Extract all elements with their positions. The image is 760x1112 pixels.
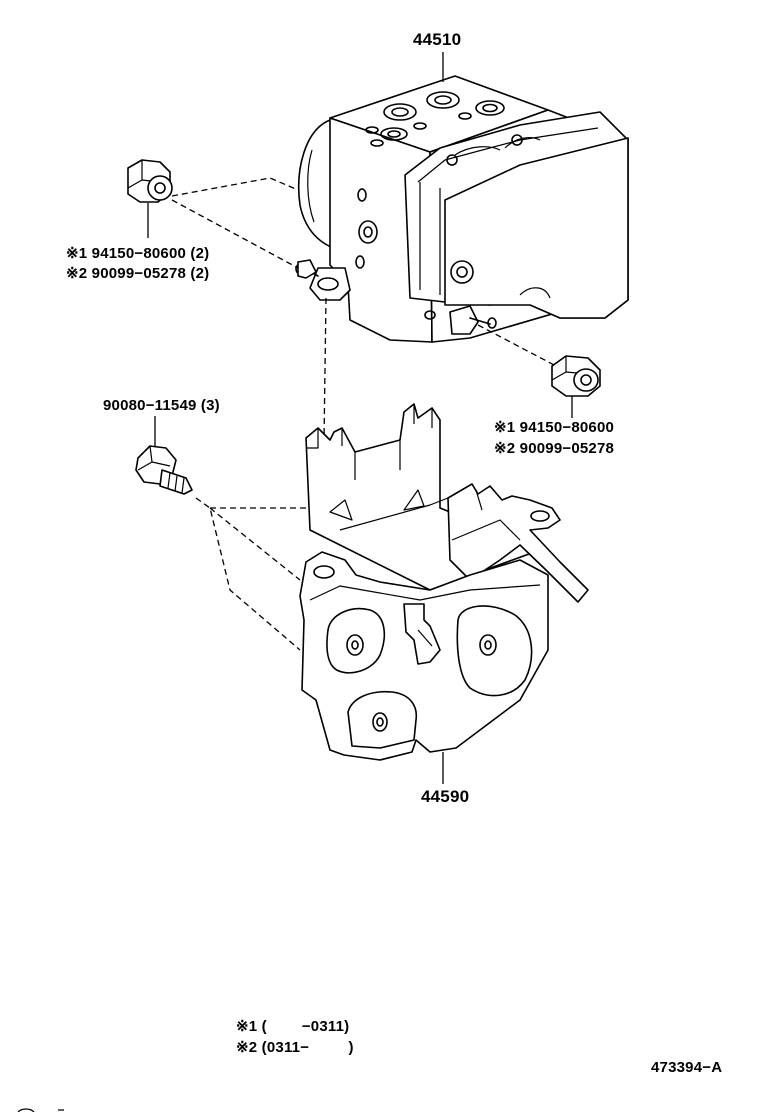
- nut-right-illustration: [551, 355, 601, 418]
- footnote-1: ※1 ( −0311): [236, 1018, 350, 1035]
- bracket-part-number: 44590: [421, 787, 470, 806]
- corner-mark: [17, 1108, 64, 1112]
- upper-bracket-illustration: [305, 403, 589, 603]
- footnote-2: ※2 (0311− ): [236, 1039, 354, 1056]
- lower-bracket-illustration: [299, 551, 549, 784]
- nut-upper-part-number-2: ※2 90099−05278 (2): [66, 265, 210, 282]
- nut-right-part-number-2: ※2 90099−05278: [494, 440, 615, 457]
- nut-upper-part-number-1: ※1 94150−80600 (2): [66, 245, 210, 262]
- bolt-part-number: 90080−11549 (3): [103, 397, 220, 414]
- stud-upper-illustration: [297, 259, 317, 279]
- nut-upper-illustration: [127, 159, 173, 238]
- actuator-part-number: 44510: [413, 30, 462, 49]
- abs-actuator-illustration: [295, 52, 629, 343]
- bolt-illustration: [135, 416, 193, 495]
- diagram-id: 473394−A: [651, 1059, 723, 1076]
- nut-right-part-number-1: ※1 94150−80600: [494, 419, 615, 436]
- assembly-lines: [171, 177, 557, 651]
